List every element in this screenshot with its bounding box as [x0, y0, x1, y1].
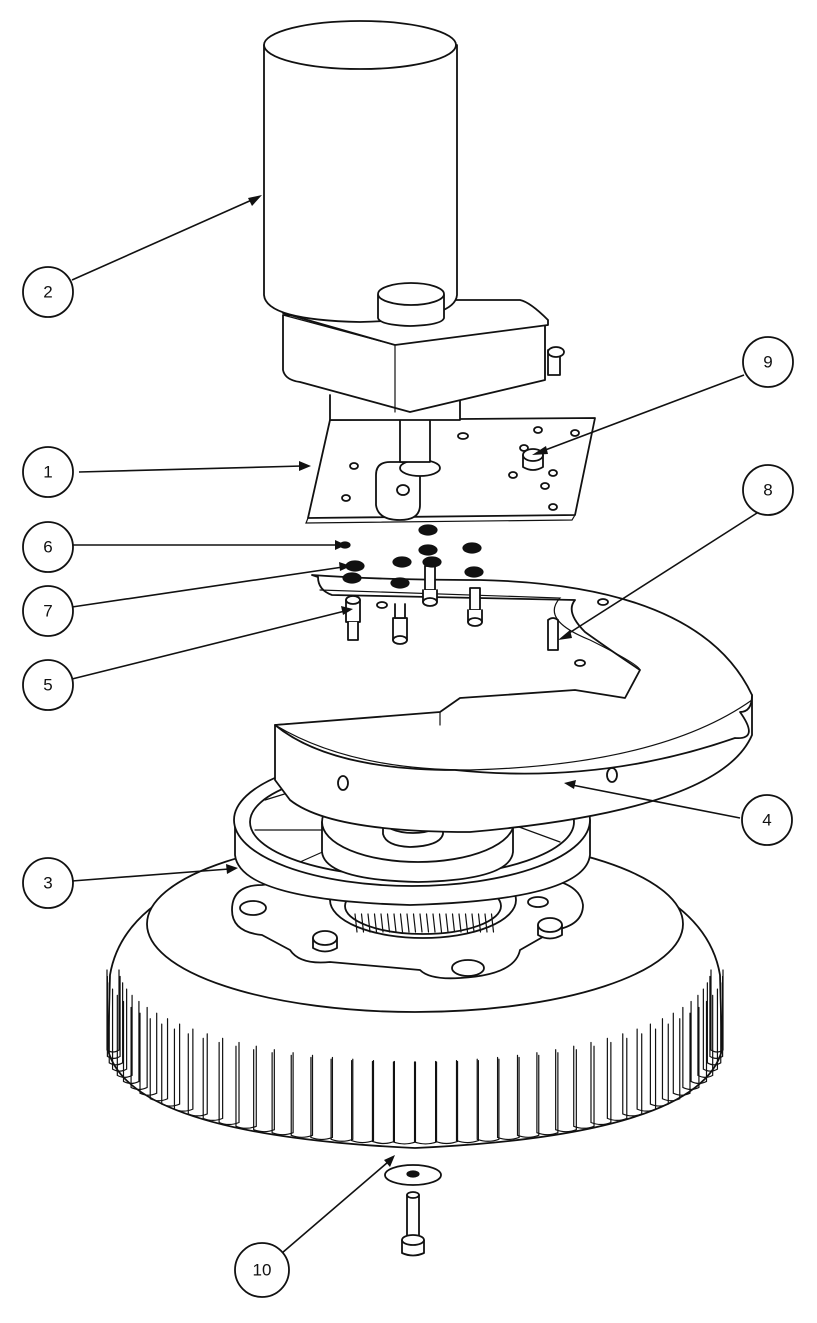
callout-6-label: 6	[43, 538, 52, 557]
spline-tooth	[432, 913, 436, 933]
bristle-tuft	[111, 988, 128, 1072]
bristle-tuft	[710, 969, 724, 1053]
callout-7-label: 7	[43, 602, 52, 621]
callout-2-label: 2	[43, 283, 52, 302]
bristle-tuft	[116, 994, 133, 1078]
spline-tooth	[484, 913, 488, 933]
bristle-tuft	[709, 975, 724, 1060]
spline-tooth	[393, 913, 397, 933]
spline-tooth	[412, 913, 417, 933]
spline-tooth	[490, 913, 495, 933]
part-2-motor	[263, 20, 458, 327]
spline-tooth	[425, 913, 430, 933]
spline-tooth	[438, 913, 443, 933]
bristle-tuft	[149, 1018, 169, 1102]
callout-9-label: 9	[763, 353, 772, 372]
bristle-tuft	[290, 1054, 314, 1138]
spline-tooth	[445, 913, 449, 933]
bristle-tuft	[672, 1012, 691, 1096]
callout-6: 6	[22, 521, 74, 573]
bristle-tuft	[573, 1045, 595, 1129]
leader-lines	[71, 195, 758, 1254]
spline-tooth	[458, 913, 462, 933]
bristle-tuft	[106, 975, 121, 1060]
spline-tooth	[367, 913, 371, 933]
callout-10-label: 10	[253, 1261, 272, 1280]
spline-tooth	[406, 913, 410, 933]
bristle-tuft	[706, 982, 722, 1066]
callout-4-label: 4	[762, 811, 771, 830]
bristle-tuft	[496, 1056, 520, 1141]
bristle-tuft	[235, 1045, 257, 1129]
bristle-tuft	[187, 1033, 208, 1117]
bristle-tuft	[682, 1006, 700, 1091]
callout-3: 3	[22, 857, 74, 909]
bristle-tuft	[476, 1058, 500, 1142]
callout-7: 7	[22, 585, 74, 637]
spline-tooth	[373, 913, 378, 933]
spline-tooth	[360, 913, 365, 933]
callout-5-label: 5	[43, 676, 52, 695]
spline-tooth	[464, 913, 469, 933]
bristle-tuft	[253, 1049, 275, 1133]
spline-tooth	[386, 913, 391, 933]
callout-2: 2	[22, 266, 74, 318]
spline-tooth	[419, 913, 423, 933]
spline-tooth	[451, 913, 456, 933]
bristle-tuft	[455, 1060, 479, 1144]
callout-8: 8	[742, 464, 794, 516]
part-10-washer-bolt	[384, 1164, 442, 1257]
bristle-tuft	[271, 1052, 294, 1136]
bristle-tuft	[649, 1023, 669, 1107]
bristle-tuft	[218, 1041, 240, 1126]
part-4-housing-plate	[274, 574, 753, 833]
callout-9: 9	[742, 336, 794, 388]
callout-1: 1	[22, 446, 74, 498]
callout-8-label: 8	[763, 481, 772, 500]
spline-tooth	[471, 913, 475, 933]
bristle-tuft	[139, 1012, 158, 1096]
bristle-tuft	[636, 1028, 657, 1112]
bristle-tuft	[173, 1028, 194, 1112]
bristle-tuft	[697, 994, 714, 1078]
spline-tooth	[354, 913, 358, 933]
parts-6-7-washers	[339, 524, 484, 589]
bristle-tuft	[202, 1037, 224, 1121]
bristle-tuft	[622, 1033, 643, 1117]
bristle-tuft	[108, 982, 124, 1066]
spline-tooth	[380, 913, 384, 933]
bristle-tuft	[606, 1037, 628, 1121]
bristle-tuft	[310, 1056, 334, 1141]
spline-tooth	[399, 913, 404, 933]
bristle-tuft	[590, 1041, 612, 1126]
callout-1-label: 1	[43, 463, 52, 482]
bristle-tuft	[702, 988, 719, 1072]
callout-4: 4	[741, 794, 793, 846]
bristle-tuft	[536, 1052, 559, 1136]
bristle-tuft	[690, 1000, 708, 1085]
bristle-tuft	[555, 1049, 577, 1133]
callout-10: 10	[234, 1242, 290, 1298]
bristle-tuft	[371, 1060, 396, 1145]
part-5-screws	[345, 565, 483, 645]
bristle-tuft	[516, 1054, 540, 1138]
callout-3-label: 3	[43, 874, 52, 893]
bristle-tuft	[351, 1060, 375, 1144]
bristle-tuft	[130, 1006, 148, 1091]
spline-tooth	[477, 913, 482, 933]
bristle-tuft	[661, 1018, 681, 1102]
bristle-tuft	[161, 1023, 181, 1107]
callout-5: 5	[22, 659, 74, 711]
part-1-mounting-plate	[305, 417, 596, 524]
bristle-tuft	[330, 1058, 354, 1142]
